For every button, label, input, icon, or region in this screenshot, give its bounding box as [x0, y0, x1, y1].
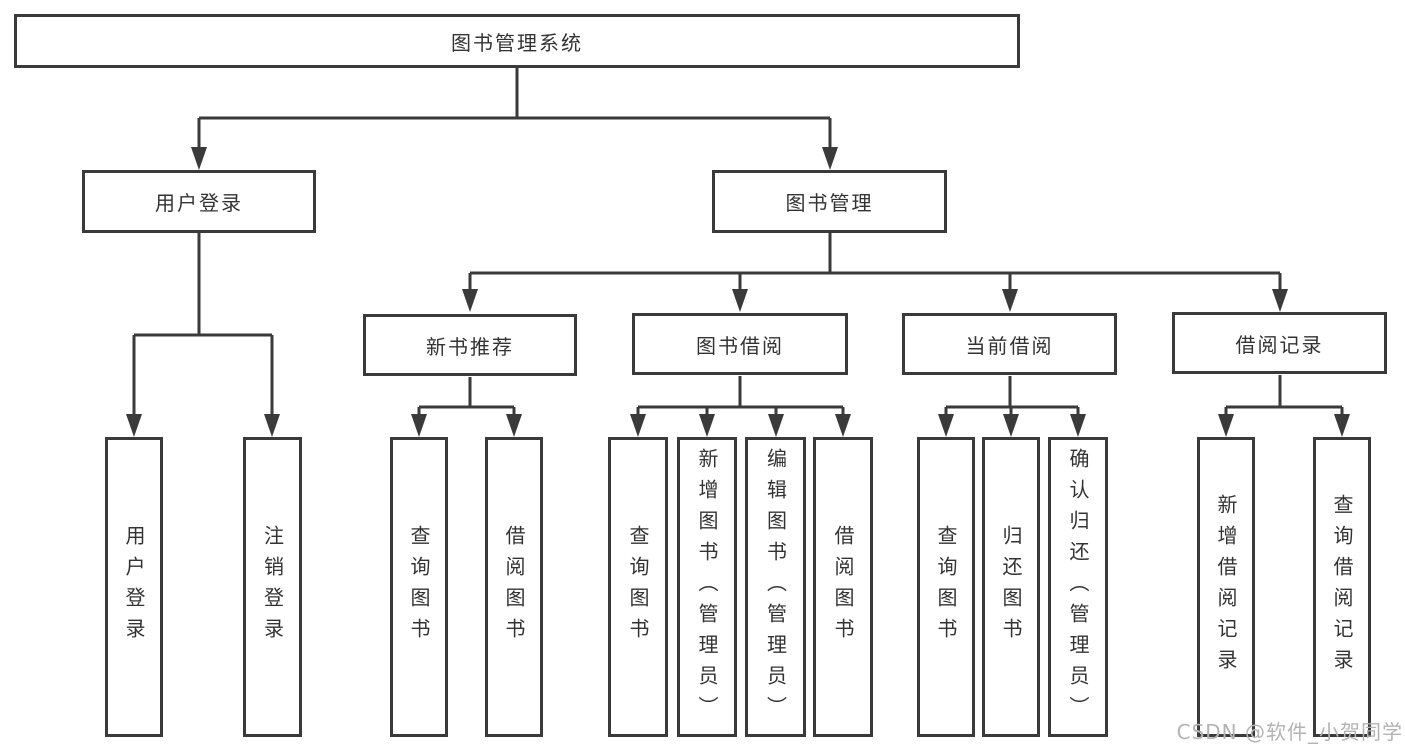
- node-label: 借阅记录: [1235, 332, 1324, 357]
- leaf-label: 确认归还（管理员）: [1066, 447, 1090, 727]
- node-label: 图书借阅: [696, 333, 784, 358]
- leaf-logout: 注销登录: [243, 437, 302, 737]
- leaf-query-books-recommend: 查询图书: [390, 437, 448, 737]
- leaf-confirm-return-admin: 确认归还（管理员）: [1048, 437, 1108, 737]
- leaf-label: 借阅图书: [831, 525, 855, 649]
- node-label: 新书推荐: [426, 334, 514, 359]
- leaf-query-books-current: 查询图书: [917, 437, 975, 737]
- node-label: 当前借阅: [965, 333, 1054, 358]
- leaf-add-books-admin: 新增图书（管理员）: [677, 437, 737, 737]
- arrowheads: [126, 147, 1350, 437]
- leaf-label: 注销登录: [260, 525, 285, 649]
- leaf-label: 编辑图书（管理员）: [763, 447, 788, 727]
- leaf-label: 新增图书（管理员）: [695, 447, 719, 727]
- node-current-borrowing: 当前借阅: [902, 313, 1117, 375]
- node-user-login: 用户登录: [82, 170, 316, 233]
- leaf-label: 归还图书: [999, 525, 1023, 649]
- leaf-label: 借阅图书: [502, 525, 526, 649]
- node-borrow-records: 借阅记录: [1172, 312, 1387, 374]
- leaf-label: 新增借阅记录: [1214, 494, 1238, 680]
- leaf-user-login: 用户登录: [105, 437, 163, 737]
- node-label: 图书管理系统: [451, 30, 583, 55]
- leaf-borrow-books: 借阅图书: [813, 437, 873, 737]
- node-label: 图书管理: [785, 191, 874, 215]
- watermark: CSDN @软件_小贺同学: [1176, 720, 1403, 744]
- connector-paths: [132, 68, 1344, 416]
- leaf-label: 查询借阅记录: [1330, 494, 1354, 680]
- leaf-add-borrow-record: 新增借阅记录: [1197, 437, 1255, 737]
- node-library-system: 图书管理系统: [14, 14, 1020, 68]
- node-book-borrowing: 图书借阅: [632, 313, 848, 375]
- leaf-query-books-borrow: 查询图书: [608, 437, 668, 737]
- leaf-borrow-books-recommend: 借阅图书: [485, 437, 543, 737]
- leaf-label: 查询图书: [626, 525, 650, 649]
- leaf-return-books: 归还图书: [982, 437, 1040, 737]
- node-book-management: 图书管理: [712, 170, 947, 233]
- node-label: 用户登录: [155, 191, 243, 215]
- leaf-label: 用户登录: [122, 525, 146, 649]
- leaf-label: 查询图书: [407, 525, 431, 649]
- leaf-edit-books-admin: 编辑图书（管理员）: [745, 437, 806, 737]
- node-new-book-recommend: 新书推荐: [363, 314, 577, 376]
- leaf-query-borrow-record: 查询借阅记录: [1313, 437, 1371, 737]
- leaf-label: 查询图书: [934, 525, 958, 649]
